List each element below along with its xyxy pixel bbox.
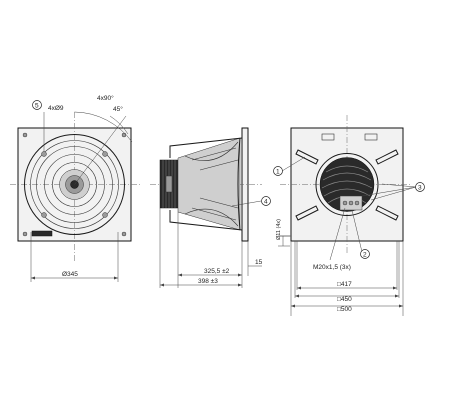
plate-thickness-label: 15 [255,259,263,266]
strut [295,205,319,221]
angle2-label: 45° [113,105,123,113]
rating-label [31,230,53,237]
corner-hole [121,231,127,237]
strut [295,149,319,165]
corner-hole [22,132,28,138]
mount-hole [102,212,108,218]
hole-label: Ø11 (4x) [276,219,282,240]
mount-hole [41,151,47,157]
corner-hole [121,132,127,138]
callout-2 [360,249,370,259]
callout-1-label: 1 [276,169,280,176]
dim-450-label: □450 [337,296,352,303]
impeller-body [177,137,241,231]
inlet-outer-ring [24,134,125,235]
callout-3-label: 3 [418,185,422,192]
callout-3 [415,182,425,192]
holes-label: 4xØ9 [48,105,64,112]
callout-5-label: 5 [35,103,39,110]
strut [375,205,399,221]
callout-4-label: 4 [264,199,268,206]
angle-label: 4x90° [97,94,114,102]
motor-ring [315,153,379,216]
callout-5 [32,100,42,110]
callout-4 [261,196,271,206]
strut [375,149,399,165]
callout-2-label: 2 [363,252,367,259]
depth1-label: 325,5 ±2 [204,268,230,275]
dim-500-label: □500 [337,306,352,313]
corner-hole [22,231,28,237]
side-view: 4 Ø11 (4x) 325,5 ±2 15 398 ±3 [150,127,290,288]
thread-label: M20x1,5 (3x) [313,264,351,271]
depth2-label: 398 ±3 [198,278,218,285]
rear-view: 1 3 2 M20x1,5 (3x) □417 □450 [273,115,425,316]
mount-hole [41,212,47,218]
front-view: 4x90° 45° 4xØ9 5 Ø345 [10,94,140,282]
diameter-label: Ø345 [62,271,78,278]
callout-1 [273,166,283,176]
mount-hole [102,151,108,157]
dim-417-label: □417 [337,281,352,288]
